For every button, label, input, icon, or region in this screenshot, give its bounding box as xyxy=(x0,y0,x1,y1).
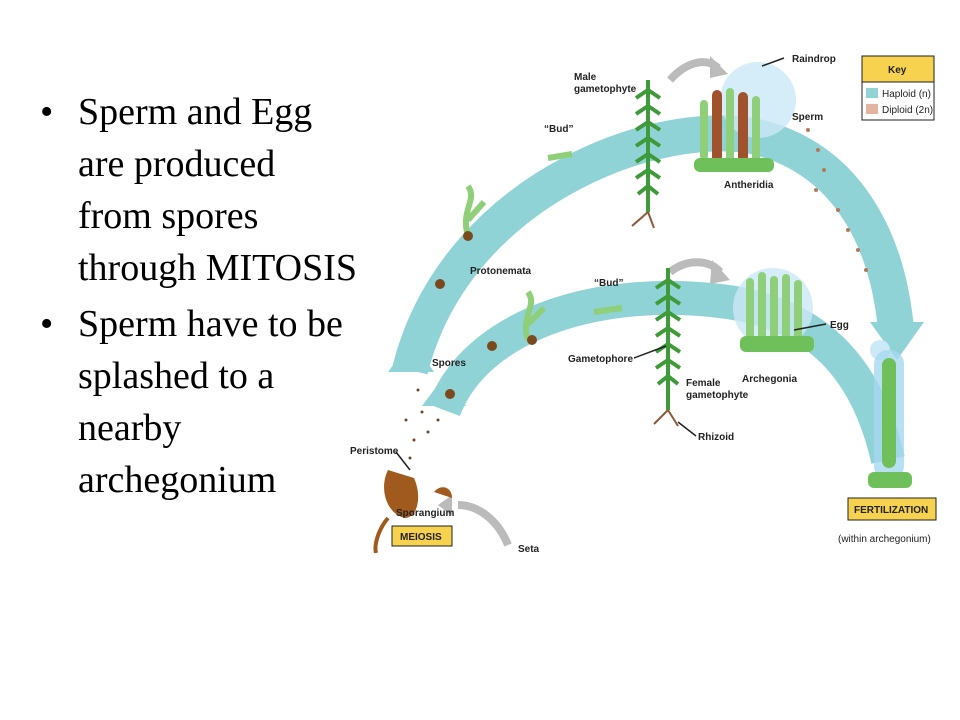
rhizoid-label: Rhizoid xyxy=(698,432,734,443)
within-archegonium-label: (within archegonium) xyxy=(838,534,931,545)
antheridia-cluster xyxy=(694,88,774,172)
archegonia-label: Archegonia xyxy=(742,374,797,385)
sperm-scatter xyxy=(806,128,868,272)
antheridia-label: Antheridia xyxy=(724,180,774,191)
gray-arrowhead-mid xyxy=(710,260,730,284)
raindrop-label: Raindrop xyxy=(792,54,836,65)
spore-dot xyxy=(435,279,445,289)
archegonia-cluster xyxy=(740,272,814,352)
fertilization-archegonium xyxy=(868,340,912,488)
gray-arrowhead-bottom xyxy=(438,495,452,516)
bullet-glyph: • xyxy=(40,91,54,133)
sporophyte-capsule xyxy=(373,470,452,553)
egg-label: Egg xyxy=(830,320,849,331)
male-gametophyte-label-2: gametophyte xyxy=(574,84,637,95)
bud-top-label: “Bud” xyxy=(544,124,573,135)
protonemata-label: Protonemata xyxy=(470,266,532,277)
key-haploid: Haploid (n) xyxy=(882,89,931,100)
bullet-item: • Sperm have to be splashed to a nearby a… xyxy=(38,298,358,506)
bullet-item: • Sperm and Egg are produced from spores … xyxy=(38,86,358,294)
male-gametophyte-label: Male xyxy=(574,72,597,83)
fertilization-label: FERTILIZATION xyxy=(854,505,928,516)
gametophore-label: Gametophore xyxy=(568,354,633,365)
spores-label: Spores xyxy=(432,358,466,369)
moss-life-cycle-diagram: Raindrop Male gametophyte “Bud” Sperm An… xyxy=(348,40,960,553)
inner-arrowhead-left xyxy=(422,374,466,406)
bullet-text: Sperm have to be splashed to a nearby ar… xyxy=(78,303,343,501)
sperm-label: Sperm xyxy=(792,112,823,123)
bullet-glyph: • xyxy=(40,303,54,345)
outer-arrowhead-left xyxy=(388,340,434,372)
protonema-top xyxy=(462,184,487,241)
key-diploid: Diploid (2n) xyxy=(882,105,933,116)
female-gametophyte-label: Female xyxy=(686,378,721,389)
spore-dot xyxy=(445,389,455,399)
key-title: Key xyxy=(888,65,907,76)
gray-arrowhead-top xyxy=(710,56,728,78)
seta-label: Seta xyxy=(518,544,540,553)
female-gametophyte-plant xyxy=(653,268,682,427)
female-gametophyte-label-2: gametophyte xyxy=(686,390,749,401)
gray-arrow-bottom xyxy=(457,501,512,547)
sporangium-label: Sporangium xyxy=(396,508,454,519)
meiosis-box xyxy=(391,525,453,547)
legend-key: Key Haploid (n) Diploid (2n) xyxy=(861,55,935,121)
bud-mid-shape xyxy=(593,305,623,315)
bud-mid-label: “Bud” xyxy=(594,278,623,289)
spore-scatter xyxy=(404,388,440,460)
bullet-list: • Sperm and Egg are produced from spores … xyxy=(38,86,358,506)
spore-dot xyxy=(487,341,497,351)
male-gametophyte-plant xyxy=(631,80,662,229)
meiosis-label: MEIOSIS xyxy=(400,532,442,543)
bud-top-shape xyxy=(547,151,573,161)
inner-cycle-arrow xyxy=(428,280,905,464)
protonema-mid xyxy=(523,290,547,345)
peristome-label: Peristome xyxy=(350,446,399,457)
fertilization-box xyxy=(847,497,937,521)
bullet-text: Sperm and Egg are produced from spores t… xyxy=(78,91,358,289)
outer-arrowhead-right xyxy=(870,322,924,360)
